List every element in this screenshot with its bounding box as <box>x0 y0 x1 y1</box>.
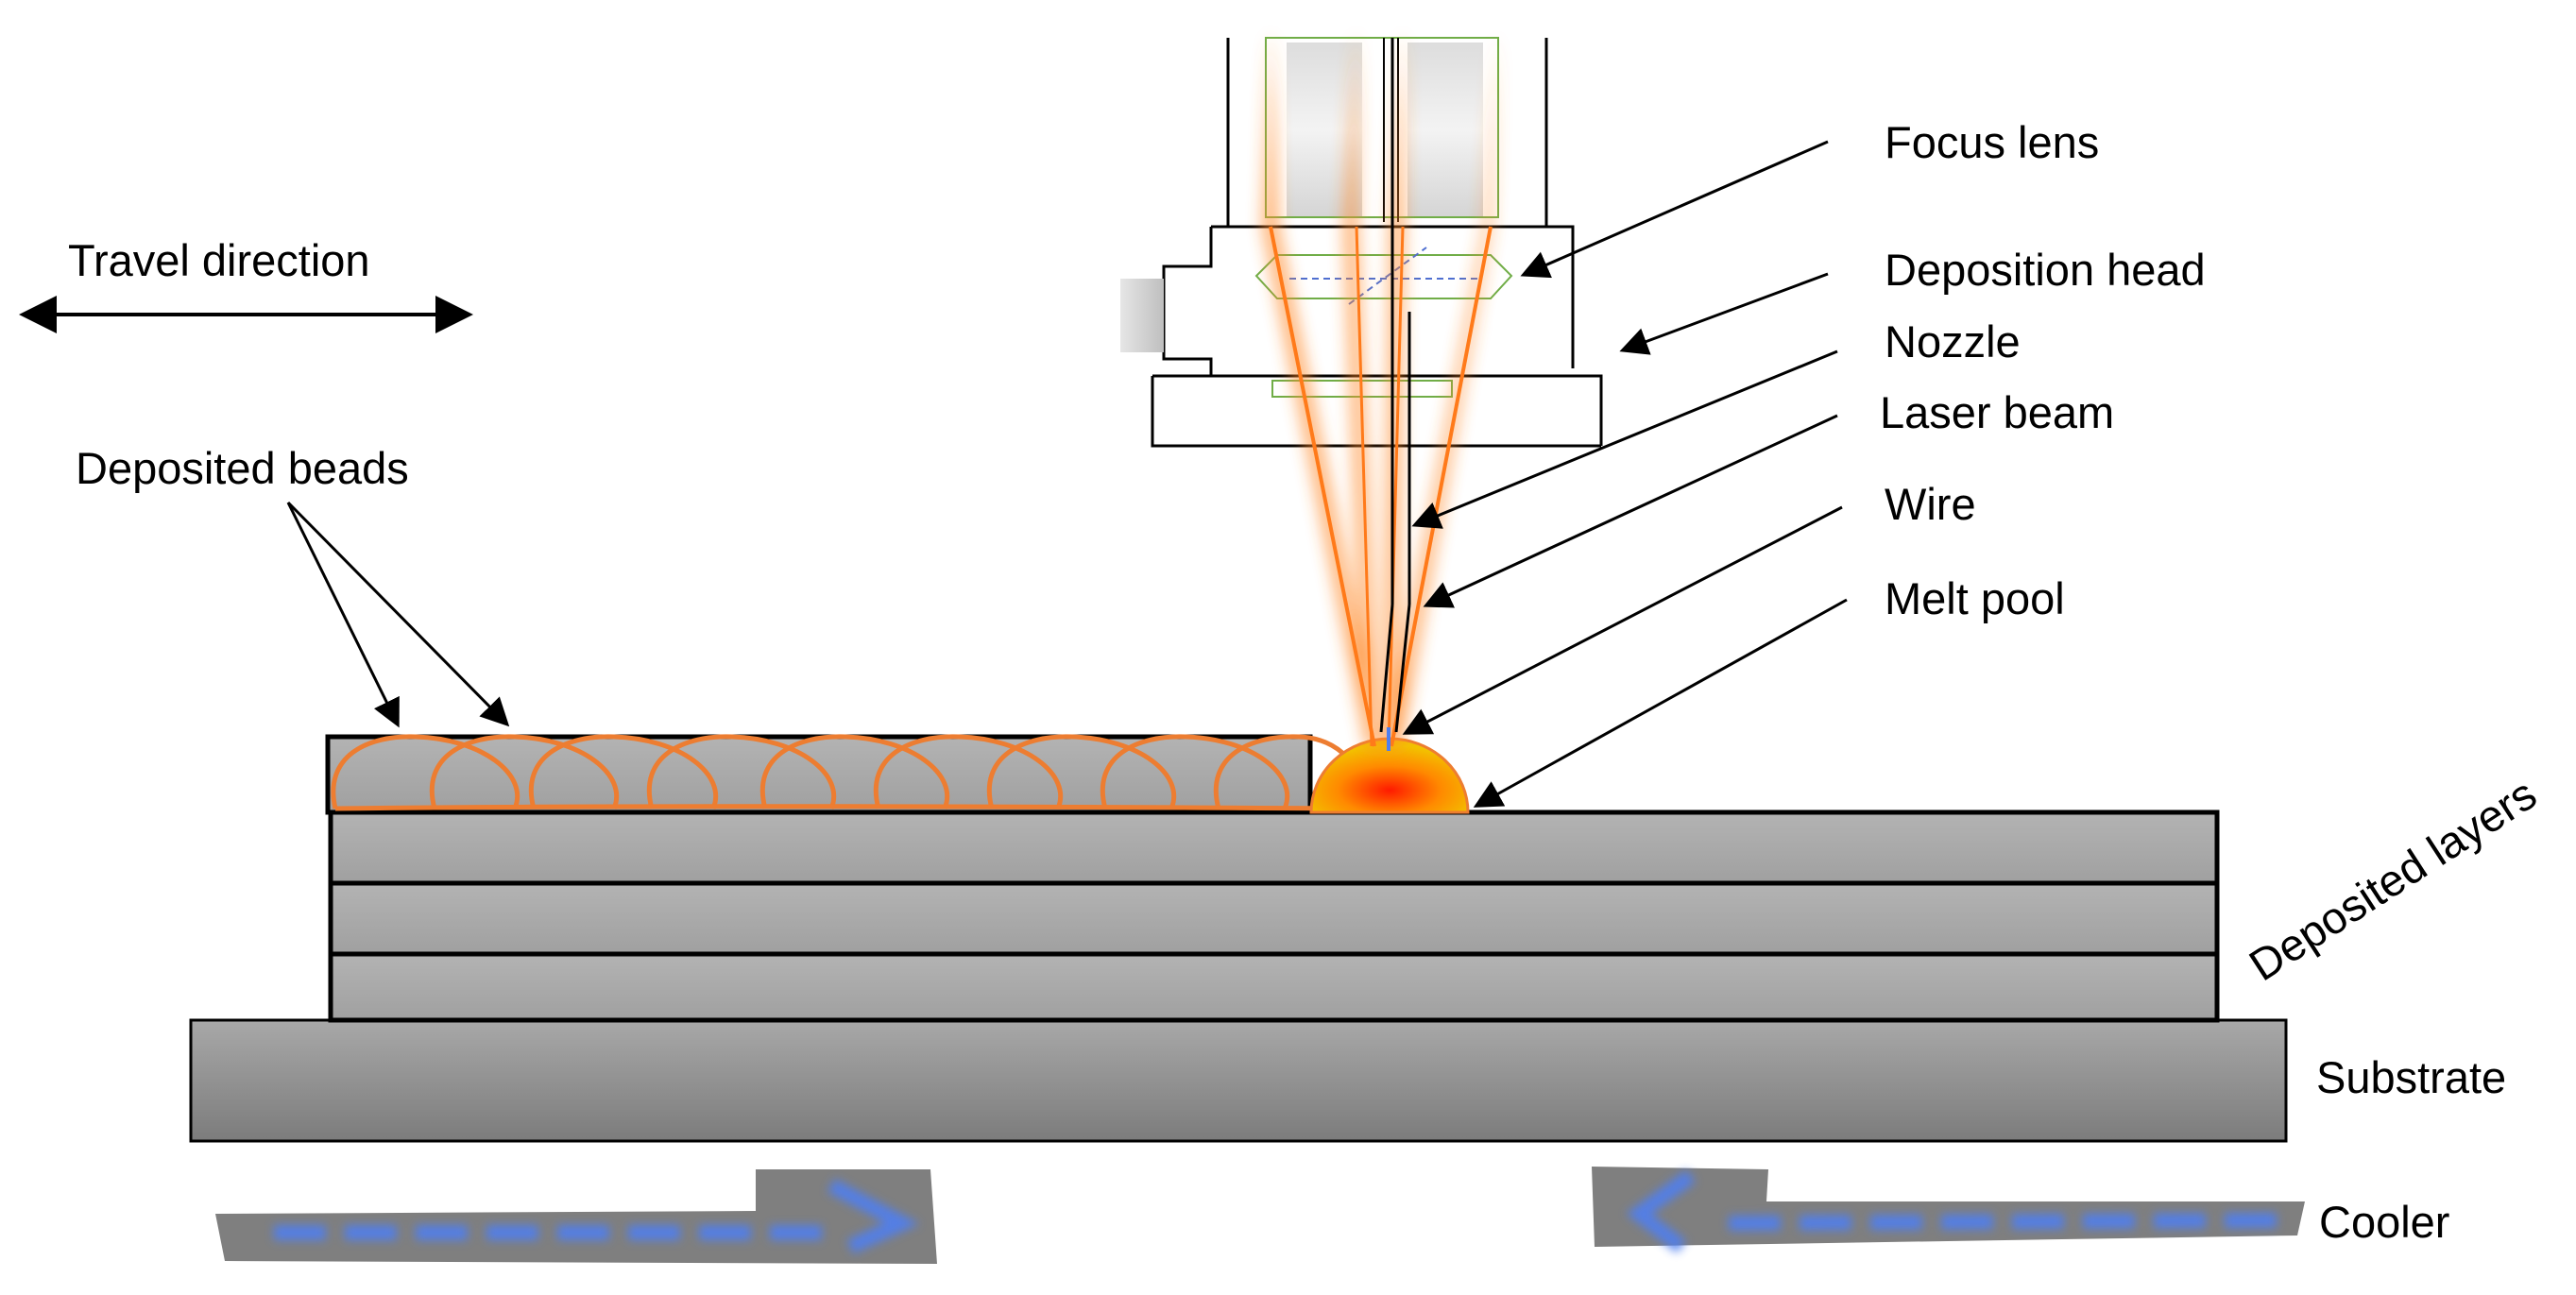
arrow-melt-pool <box>1473 598 1848 808</box>
cooler-arrow-right <box>1592 1167 2305 1247</box>
label-deposited-layers: Deposited layers <box>2241 768 2545 990</box>
deposited-layer-3 <box>328 951 2220 1023</box>
arrow-wire <box>1402 505 1843 735</box>
laser-beam <box>1264 28 1497 747</box>
cooler-arrow-left <box>215 1169 937 1264</box>
collimator-lens-right <box>1407 43 1483 217</box>
deposited-layer-2 <box>328 880 2220 957</box>
label-focus-lens: Focus lens <box>1885 117 2099 167</box>
label-deposited-beads: Deposited beads <box>76 443 409 493</box>
arrow-deposition-head <box>1619 272 1829 355</box>
side-port <box>1120 279 1164 352</box>
cooler <box>215 1167 2305 1264</box>
arrow-laser-beam <box>1423 414 1838 608</box>
label-cooler: Cooler <box>2319 1197 2449 1247</box>
label-travel-direction: Travel direction <box>68 235 370 285</box>
label-melt-pool: Melt pool <box>1885 573 2065 623</box>
pointer-arrows <box>286 140 1848 808</box>
wire <box>1379 38 1411 751</box>
label-substrate: Substrate <box>2316 1052 2506 1102</box>
arrow-deposited-beads-2 <box>286 501 510 727</box>
arrow-focus-lens <box>1520 140 1829 279</box>
label-laser-beam: Laser beam <box>1880 387 2114 437</box>
focus-lens <box>1254 254 1513 299</box>
label-deposition-head: Deposition head <box>1885 245 2206 295</box>
label-nozzle: Nozzle <box>1885 316 2021 366</box>
arrow-nozzle <box>1411 349 1838 529</box>
deposited-layer-1 <box>328 809 2220 886</box>
current-bead-layer <box>325 734 1313 815</box>
substrate <box>189 1018 2288 1143</box>
label-wire: Wire <box>1885 479 1976 529</box>
arrow-deposited-beads-1 <box>286 502 400 728</box>
deposited-beads <box>331 734 1365 811</box>
